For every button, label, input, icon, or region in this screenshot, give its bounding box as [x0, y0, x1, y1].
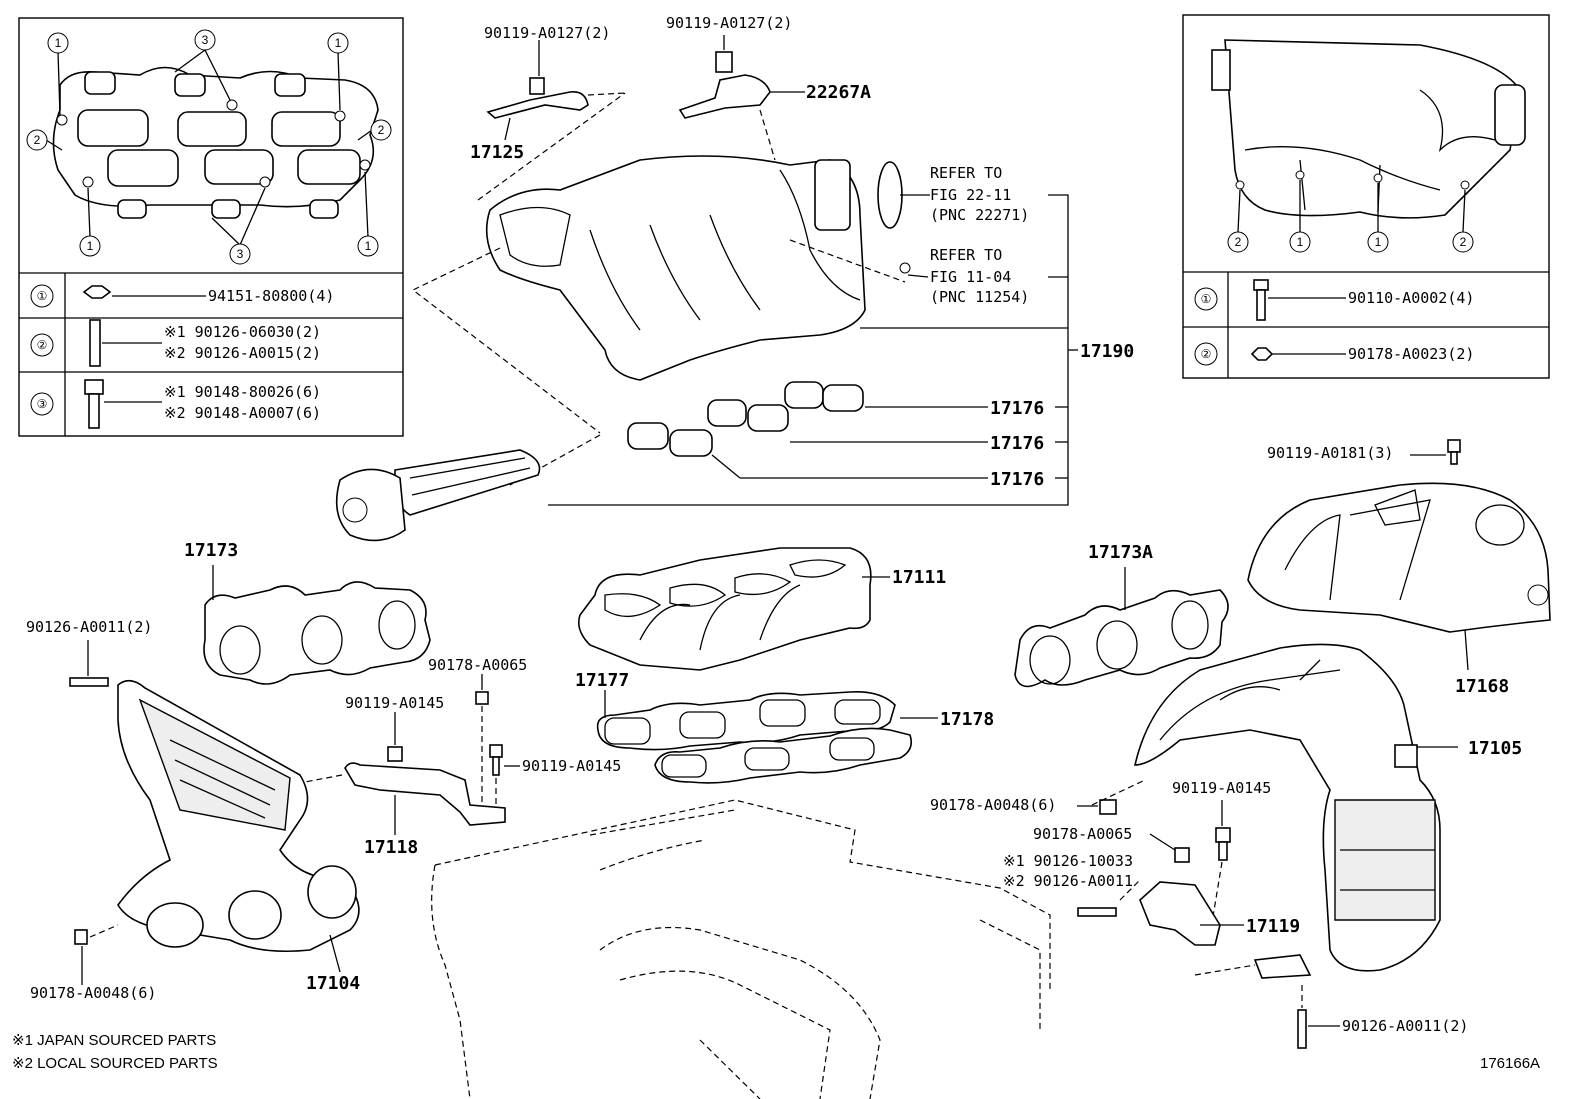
inset-row-3: ③ ※1 90148-80026(6) ※2 90148-A0007(6) [30, 379, 321, 429]
svg-text:1: 1 [335, 36, 342, 50]
nut-icon [82, 285, 112, 299]
nut-icon [1250, 347, 1274, 361]
label-17190: 17190 [1080, 341, 1134, 362]
label-90126-A0011: 90126-A0011(2) [26, 618, 152, 636]
left-inset: 1 3 1 2 2 1 3 1 ① 94151-80800(4) [18, 17, 404, 437]
label-17173A: 17173A [1088, 542, 1153, 563]
label-17168: 17168 [1455, 676, 1509, 697]
label-90178-A0048: 90178-A0048(6) [30, 984, 156, 1002]
gasket-17173: 17173 [184, 540, 431, 685]
label-90119-A0145: 90119-A0145 [522, 757, 621, 775]
part-label: ※2 90148-A0007(6) [164, 404, 321, 422]
label-17176: 17176 [990, 398, 1044, 419]
part-label: 94151-80800(4) [208, 287, 334, 305]
intake-plenum-group: 17190 REFER TO FIG 22-11 (PNC 22271) REF… [335, 92, 1134, 542]
row-marker-1: ① [37, 289, 48, 303]
part-label: ※1 90126-06030(2) [164, 323, 321, 341]
intake-plenum [485, 155, 866, 381]
label-90178-A0048: 90178-A0048(6) [930, 796, 1056, 814]
label-90178-A0065: 90178-A0065 [1033, 825, 1132, 843]
gasket-17173A: 17173A [1014, 542, 1229, 688]
label-90126-A0011: 90126-A0011(2) [1342, 1017, 1468, 1035]
nut-90178-A0048-left: 90178-A0048(6) [30, 924, 156, 1002]
inset-row-1: ① 90110-A0002(4) [1194, 279, 1474, 321]
label-90126-A0011: ※2 90126-A0011 [1003, 872, 1133, 890]
note-local-sourced: ※2 LOCAL SOURCED PARTS [12, 1055, 218, 1072]
svg-text:2: 2 [378, 123, 385, 137]
ref-note-line: (PNC 22271) [930, 206, 1029, 224]
inset-manifold-drawing [1211, 39, 1526, 219]
label-17125: 17125 [470, 142, 524, 163]
svg-text:1: 1 [55, 36, 62, 50]
stud-icon [89, 319, 101, 367]
label-17104: 17104 [306, 973, 360, 994]
label-17111: 17111 [892, 567, 946, 588]
svg-text:2: 2 [1235, 235, 1242, 249]
svg-text:3: 3 [202, 33, 209, 47]
inset-row-2: ② 90178-A0023(2) [1194, 342, 1474, 366]
part-label: 90178-A0023(2) [1348, 345, 1474, 363]
label-17173: 17173 [184, 540, 238, 561]
row-marker-2: ② [37, 338, 48, 352]
ref-note-line: REFER TO [930, 246, 1002, 264]
row-marker-1: ① [1201, 292, 1212, 306]
ref-note-line: FIG 22-11 [930, 186, 1011, 204]
gasket-17177: 17177 [575, 670, 896, 751]
bracket-22267A: 90119-A0127(2) 22267A [666, 14, 871, 161]
inset-callouts: 1 3 1 2 2 1 3 1 [26, 29, 392, 265]
svg-text:1: 1 [365, 239, 372, 253]
svg-text:1: 1 [87, 239, 94, 253]
svg-text:1: 1 [1375, 235, 1382, 249]
row-marker-3: ③ [37, 397, 48, 411]
exhaust-manifold-17105: 17105 [1133, 643, 1522, 979]
fasteners-right: 90178-A0048(6) 90178-A0065 90119-A0145 ※… [930, 779, 1468, 1049]
bracket-17125: 17125 90119-A0127(2) [470, 24, 626, 163]
label-17178: 17178 [940, 709, 994, 730]
bracket-17118: 17118 90119-A0145 90178-A0065 90119-A014… [304, 656, 621, 858]
svg-text:2: 2 [34, 133, 41, 147]
part-label: ※1 90148-80026(6) [164, 383, 321, 401]
part-label: 90110-A0002(4) [1348, 289, 1474, 307]
ref-note-line: FIG 11-04 [930, 268, 1011, 286]
inset-row-2: ② ※1 90126-06030(2) ※2 90126-A0015(2) [30, 319, 321, 367]
label-17118: 17118 [364, 837, 418, 858]
label-90119-A0127: 90119-A0127(2) [484, 24, 610, 42]
gasket-17176 [627, 381, 864, 457]
row-marker-2: ② [1201, 347, 1212, 361]
heat-insulator-17168: 17168 90119-A0181(3) [1247, 439, 1551, 697]
intake-manifold-17111: 17111 [577, 547, 946, 671]
bolt-icon [84, 379, 104, 395]
ref-note-line: REFER TO [930, 164, 1002, 182]
diagram-id: 176166A [1480, 1055, 1540, 1072]
label-22267A: 22267A [806, 82, 871, 103]
note-japan-sourced: ※1 JAPAN SOURCED PARTS [12, 1032, 216, 1049]
bolt-icon [1253, 279, 1269, 291]
svg-text:1: 1 [1297, 235, 1304, 249]
part-label: ※2 90126-A0015(2) [164, 344, 321, 362]
stud-90126-A0011-left: 90126-A0011(2) [26, 618, 152, 687]
label-90126-10033: ※1 90126-10033 [1003, 852, 1133, 870]
label-17176: 17176 [990, 469, 1044, 490]
gasket-17178: 17178 [654, 709, 994, 784]
svg-text:3: 3 [237, 247, 244, 261]
label-17177: 17177 [575, 670, 629, 691]
right-inset: 2 1 1 2 ① 90110-A0002(4) ② 90178-A0023(2… [1182, 14, 1550, 379]
engine-block-outline [431, 799, 1051, 1099]
label-90119-A0127: 90119-A0127(2) [666, 14, 792, 32]
inset-callouts: 2 1 1 2 [1227, 180, 1474, 253]
inset-gasket-drawing [52, 66, 379, 219]
label-17119: 17119 [1246, 916, 1300, 937]
label-90119-A0145: 90119-A0145 [1172, 779, 1271, 797]
resonator [335, 449, 541, 542]
label-90119-A0145: 90119-A0145 [345, 694, 444, 712]
svg-text:2: 2 [1460, 235, 1467, 249]
label-17176: 17176 [990, 433, 1044, 454]
label-90178-A0065: 90178-A0065 [428, 656, 527, 674]
exhaust-manifold-17104: 17104 [117, 679, 360, 994]
ref-note-line: (PNC 11254) [930, 288, 1029, 306]
inset-row-1: ① 94151-80800(4) [30, 284, 334, 308]
label-90119-A0181: 90119-A0181(3) [1267, 444, 1393, 462]
label-17105: 17105 [1468, 738, 1522, 759]
